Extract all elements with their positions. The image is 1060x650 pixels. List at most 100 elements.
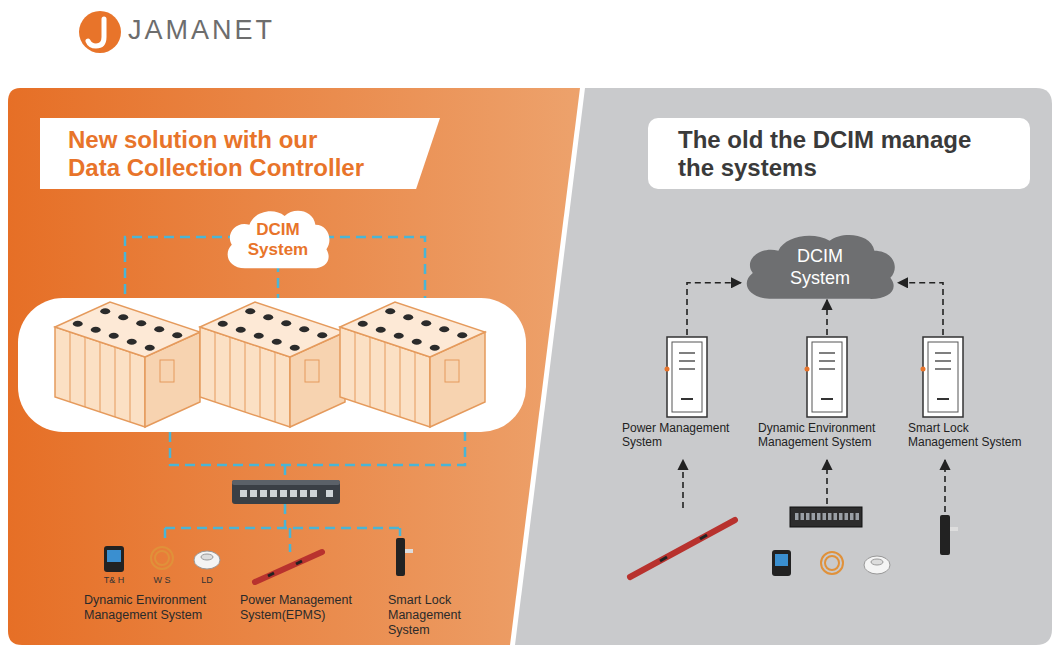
rack-module (230, 337, 231, 407)
server-cabinet (805, 367, 810, 372)
rack-module (73, 321, 83, 327)
rack-module (275, 352, 276, 422)
gray-panel (515, 88, 1052, 645)
server-cabinet (679, 360, 695, 362)
collector-port (834, 513, 838, 520)
dashed-connector (898, 283, 943, 335)
collector-unit (790, 507, 862, 527)
logo (79, 11, 121, 53)
rack-module (245, 308, 255, 314)
power-strip (296, 561, 302, 564)
dashed-connector (687, 283, 741, 335)
power-strip (268, 573, 274, 576)
dashed-wire (165, 432, 465, 552)
system-cabinet: Smart Lock Management System (908, 335, 1026, 450)
server-cabinet (937, 398, 949, 400)
collector-port (828, 513, 832, 520)
server-cabinet (819, 352, 835, 354)
rack-module (317, 332, 327, 338)
collector-port (856, 513, 860, 520)
rack-module (85, 337, 86, 407)
server-cabinet (665, 367, 670, 372)
cloud-node: DCIM System (223, 207, 333, 274)
title-banner: New solution with our Data Collection Co… (40, 118, 440, 189)
rack-module (340, 302, 485, 357)
rack-module (394, 333, 404, 339)
rack-module (154, 326, 164, 332)
rack-module (55, 302, 200, 357)
rack-module (403, 314, 413, 320)
server-cabinet (923, 337, 963, 417)
network-switch (232, 480, 340, 504)
dashed-wire (284, 465, 287, 480)
rack-module (130, 352, 131, 422)
rack-module (340, 327, 430, 427)
th-sensor (772, 550, 791, 576)
rack-module (457, 332, 467, 338)
rack-module (172, 332, 182, 338)
rack-module (263, 314, 273, 320)
cloud-shape (747, 235, 895, 299)
rack-module (355, 332, 356, 402)
switch-port (300, 490, 307, 497)
rack-module (55, 302, 200, 427)
server-cabinet (679, 368, 695, 370)
smoke-detector (864, 556, 890, 574)
rack-module (272, 339, 282, 345)
sensor-label: W S (148, 575, 176, 586)
rack-module (127, 339, 137, 345)
server-cabinet (679, 352, 695, 354)
device-arrow (682, 460, 684, 508)
orange-panel (8, 88, 580, 645)
water-sensor (151, 547, 173, 569)
sensor-label: LD (193, 575, 221, 586)
dashed-wire (170, 432, 465, 465)
server-cabinet (935, 360, 951, 362)
collector-port (806, 513, 810, 520)
rack-module (245, 342, 246, 412)
collector-port (801, 513, 805, 520)
title-text: The old the DCIM manage the systems (678, 126, 978, 181)
rack-module (100, 342, 101, 412)
rack-module (115, 347, 116, 417)
rack-module (385, 342, 386, 412)
switch-port (250, 490, 257, 497)
collector-port (845, 513, 849, 520)
smart-lock (940, 515, 950, 555)
power-strip (255, 552, 322, 582)
rack-module (290, 345, 300, 351)
server-cabinet (821, 398, 833, 400)
th-sensor (107, 550, 121, 562)
dashed-wire (399, 528, 402, 536)
rack-module (236, 327, 246, 333)
dashed-wire (284, 504, 287, 528)
server-cabinet (681, 398, 693, 400)
rack-module (358, 321, 368, 327)
brand-name: JAMANET (128, 14, 275, 46)
power-strip (630, 520, 735, 577)
smoke-detector (871, 559, 883, 565)
server-cabinet (921, 367, 926, 372)
rack-module (445, 360, 459, 382)
dashed-wire (165, 527, 400, 530)
switch-port (280, 490, 287, 497)
water-sensor (821, 552, 843, 574)
smart-lock (950, 527, 958, 531)
collector-port (795, 513, 799, 520)
system-label: Smart Lock Management System (908, 421, 1026, 450)
system-label: Dynamic Environment Management System (84, 593, 234, 623)
water-sensor (155, 551, 169, 565)
server-cabinet (819, 360, 835, 362)
collector-unit (790, 507, 862, 527)
rack-module (400, 347, 401, 417)
system-cabinet: Power Management System (622, 335, 752, 450)
rack-module (91, 327, 101, 333)
logo (79, 11, 121, 53)
dashed-wire (164, 528, 167, 544)
rack-module (340, 302, 485, 427)
th-sensor (104, 546, 124, 572)
rack-module (55, 327, 145, 427)
title-text: New solution with our Data Collection Co… (68, 126, 370, 181)
collector-port (839, 513, 843, 520)
